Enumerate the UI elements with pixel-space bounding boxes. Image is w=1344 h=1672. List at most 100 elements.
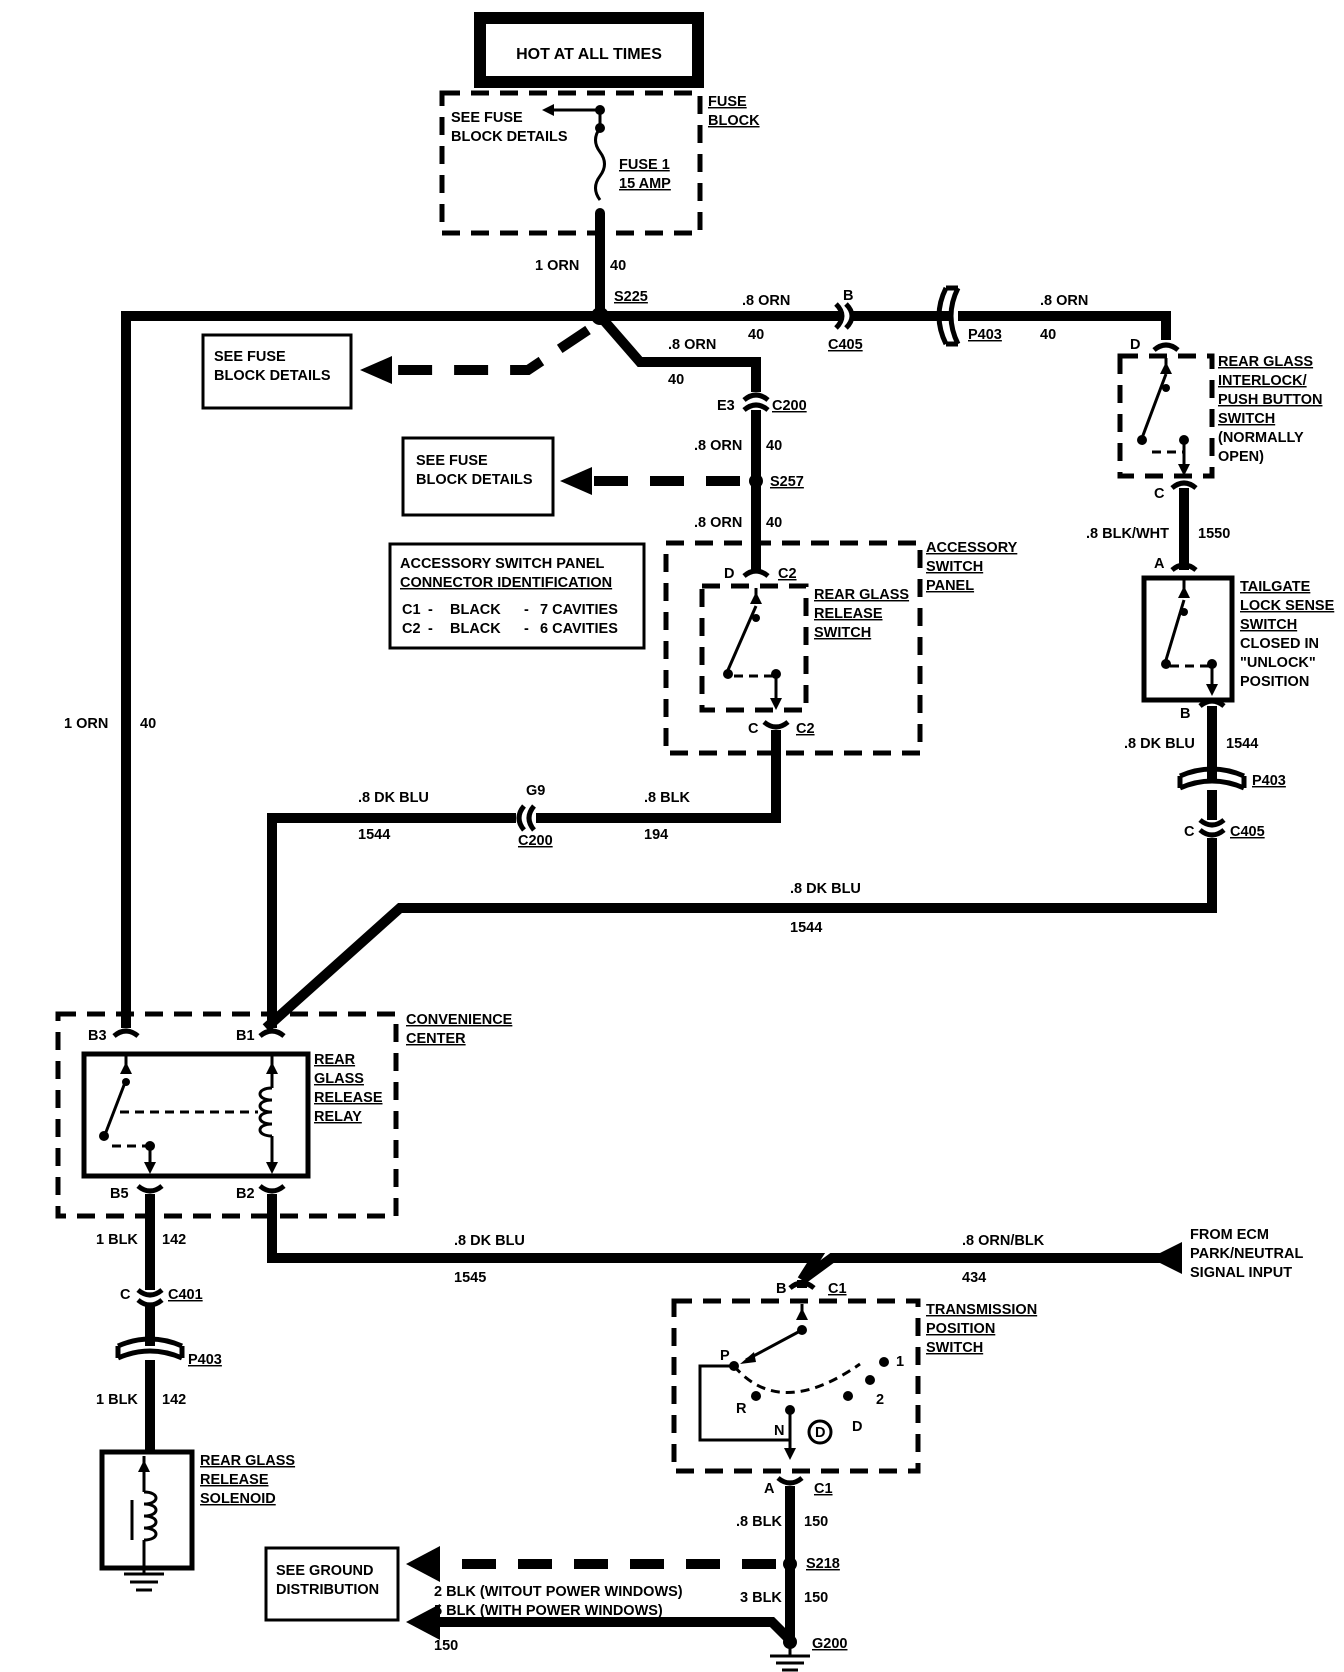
convenience-center-box (55, 1011, 399, 1219)
label-c200-g9: G9 (526, 783, 545, 799)
svg-text:RELEASE: RELEASE (814, 606, 883, 622)
hot-at-all-times-label: HOT AT ALL TIMES (516, 46, 662, 63)
svg-text:RELAY: RELAY (314, 1109, 362, 1125)
fuse-block-label-1: FUSE (708, 94, 747, 110)
fuse-see-details-2: BLOCK DETAILS (451, 129, 568, 145)
wire-label-194: 194 (644, 827, 668, 843)
svg-text:RELEASE: RELEASE (200, 1472, 269, 1488)
release-switch-box (699, 583, 809, 713)
see-fuse-details-box-2 (401, 436, 555, 517)
svg-text:REAR GLASS: REAR GLASS (200, 1453, 295, 1469)
label-s218: S218 (806, 1556, 840, 1572)
label-c200-top: C200 (772, 398, 807, 414)
wire-label-1550: 1550 (1198, 526, 1230, 542)
accessory-switch-panel-box (663, 540, 923, 756)
wire-note-5blk: 5 BLK (WITH POWER WINDOWS) (434, 1603, 663, 1619)
release-switch-label: REAR GLASS RELEASE SWITCH (814, 587, 909, 641)
label-c200-e3: E3 (717, 398, 735, 414)
wire-label-8orn-mid: .8 ORN (694, 438, 742, 454)
svg-text:CLOSED IN: CLOSED IN (1240, 636, 1319, 652)
wire-label-40-left: 40 (140, 716, 156, 732)
svg-text:SWITCH: SWITCH (926, 559, 983, 575)
gear-n: N (774, 1423, 784, 1439)
svg-text:CONNECTOR IDENTIFICATION: CONNECTOR IDENTIFICATION (400, 575, 612, 591)
see-fuse-1-line1: SEE FUSE (214, 349, 286, 365)
fuse-block-label-2: BLOCK (708, 113, 760, 129)
ground-distribution-line1: SEE GROUND (276, 1563, 374, 1579)
accessory-panel-label: ACCESSORY SWITCH PANEL (926, 540, 1018, 594)
fuse-name: FUSE 1 (619, 157, 670, 173)
label-p403-top: P403 (968, 327, 1002, 343)
connector-id-box: ACCESSORY SWITCH PANEL CONNECTOR IDENTIF… (388, 542, 646, 650)
label-g200: G200 (812, 1636, 847, 1652)
label-b1: B1 (236, 1028, 255, 1044)
svg-text:C1: C1 (402, 602, 421, 618)
solenoid-box (99, 1449, 195, 1571)
wire-label-8blk-bottom: .8 BLK (736, 1514, 782, 1530)
wire-label-8orn-topright: .8 ORN (1040, 293, 1088, 309)
see-fuse-details-box-1 (201, 333, 353, 410)
label-b3: B3 (88, 1028, 107, 1044)
svg-text:"UNLOCK": "UNLOCK" (1240, 655, 1316, 671)
label-p403-right: P403 (1252, 773, 1286, 789)
svg-text:ACCESSORY: ACCESSORY (926, 540, 1018, 556)
wire-label-blkwht: .8 BLK/WHT (1086, 526, 1169, 542)
wire-label-142-bottom: 142 (162, 1392, 186, 1408)
wire-label-150-mid: 150 (804, 1590, 828, 1606)
connector-p403-left (115, 1336, 185, 1361)
gear-1: 1 (896, 1354, 904, 1370)
ground-symbol-solenoid (124, 1560, 164, 1592)
wire-label-8blk: .8 BLK (644, 790, 690, 806)
svg-text:REAR: REAR (314, 1052, 356, 1068)
label-c200-mid: C200 (518, 833, 553, 849)
svg-text:OPEN): OPEN) (1218, 449, 1264, 465)
gear-p: P (720, 1348, 730, 1364)
svg-text:INTERLOCK/: INTERLOCK/ (1218, 373, 1307, 389)
wire-label-1545: 1545 (454, 1270, 486, 1286)
ground-distribution-line2: DISTRIBUTION (276, 1582, 379, 1598)
label-c1-b: B (776, 1281, 786, 1297)
svg-text:PARK/NEUTRAL: PARK/NEUTRAL (1190, 1246, 1303, 1262)
wire-label-1544-mid: 1544 (358, 827, 390, 843)
fuse-block: FUSE BLOCK SEE FUSE BLOCK DETAILS FUSE 1… (439, 90, 760, 236)
gear-2: 2 (876, 1392, 884, 1408)
wire-label-40-topright: 40 (1040, 327, 1056, 343)
svg-text:BLACK: BLACK (450, 602, 501, 618)
wire-ground-150 (440, 1617, 794, 1644)
label-tailgate-b: B (1180, 706, 1190, 722)
svg-text:6 CAVITIES: 6 CAVITIES (540, 621, 618, 637)
wire-label-8orn-low: .8 ORN (694, 515, 742, 531)
svg-text:GLASS: GLASS (314, 1071, 364, 1087)
wire-label-40-low: 40 (766, 515, 782, 531)
label-c405-b: B (843, 288, 853, 304)
label-interlock-c: C (1154, 486, 1165, 502)
svg-text:(NORMALLY: (NORMALLY (1218, 430, 1304, 446)
svg-text:C2: C2 (402, 621, 421, 637)
svg-text:POSITION: POSITION (1240, 674, 1309, 690)
label-interlock-d: D (1130, 337, 1140, 353)
tailgate-switch-label: TAILGATE LOCK SENSE SWITCH CLOSED IN "UN… (1240, 579, 1335, 690)
ground-distribution-box (264, 1546, 400, 1622)
svg-text:CONVENIENCE: CONVENIENCE (406, 1012, 513, 1028)
wire-p403-to-interlock (958, 311, 1171, 340)
trans-switch-label: TRANSMISSION POSITION SWITCH (926, 1302, 1037, 1356)
gear-d-circled: D (815, 1425, 825, 1441)
wire-label-1orn-left: 1 ORN (64, 716, 108, 732)
label-p403-left: P403 (188, 1352, 222, 1368)
wire-label-8orn-branch: .8 ORN (668, 337, 716, 353)
wire-s225-to-b3 (121, 311, 600, 1028)
svg-text:POSITION: POSITION (926, 1321, 995, 1337)
convenience-center-label: CONVENIENCE CENTER (406, 1012, 513, 1047)
wire-c2-to-c200 (536, 730, 781, 823)
wire-ecm-to-trans (799, 1253, 1164, 1285)
wire-note-2blk: 2 BLK (WITOUT POWER WINDOWS) (434, 1584, 683, 1600)
solenoid-label: REAR GLASS RELEASE SOLENOID (200, 1453, 295, 1507)
label-c2-bottom: C2 (796, 721, 815, 737)
svg-text:LOCK SENSE: LOCK SENSE (1240, 598, 1335, 614)
label-tailgate-a: A (1154, 556, 1165, 572)
svg-text:SOLENOID: SOLENOID (200, 1491, 276, 1507)
svg-text:SIGNAL INPUT: SIGNAL INPUT (1190, 1265, 1292, 1281)
wire-label-ornblk: .8 ORN/BLK (962, 1233, 1045, 1249)
wire-label-150-top: 150 (804, 1514, 828, 1530)
